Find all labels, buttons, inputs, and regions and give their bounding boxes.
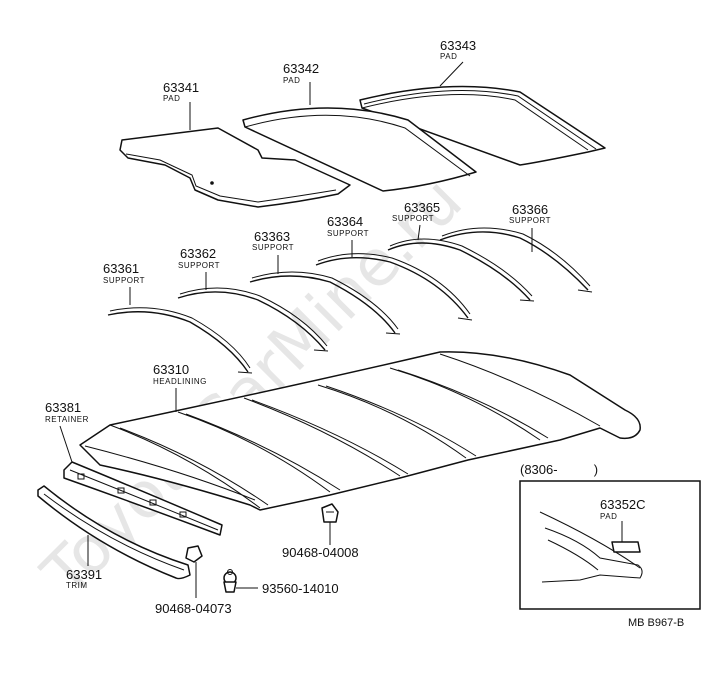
- support-63366-shape: [439, 227, 593, 293]
- clip-90468-04073-shape: [185, 545, 203, 563]
- part-name-63391: TRIM: [66, 581, 88, 590]
- clip-90468-04008-shape: [321, 503, 339, 523]
- part-name-63365: SUPPORT: [392, 214, 434, 223]
- part-name-63342: PAD: [283, 76, 300, 85]
- part-name-63364: SUPPORT: [327, 229, 369, 238]
- pad-63341-shape: [119, 127, 351, 208]
- part-name-63366: SUPPORT: [509, 216, 551, 225]
- part-number-63362: 63362: [180, 246, 216, 261]
- part-number-63364: 63364: [327, 214, 363, 229]
- part-number-90468-04073: 90468-04073: [155, 601, 232, 616]
- part-number-63352C: 63352C: [600, 497, 646, 512]
- leader-63365: [417, 224, 421, 241]
- part-number-93560-14010: 93560-14010: [262, 581, 339, 596]
- part-number-63363: 63363: [254, 229, 290, 244]
- part-number-63366: 63366: [512, 202, 548, 217]
- inset-frame: [519, 480, 701, 610]
- part-name-63352C: PAD: [600, 512, 617, 521]
- part-number-63342: 63342: [283, 61, 319, 76]
- leader-63381: [59, 425, 73, 463]
- part-number-90468-04008: 90468-04008: [282, 545, 359, 560]
- part-name-63381: RETAINER: [45, 415, 89, 424]
- retainer-63381-shape: [63, 461, 223, 536]
- diagram-code: MB B967-B: [628, 617, 684, 629]
- part-number-63365: 63365: [404, 200, 440, 215]
- support-63363-shape: [249, 271, 401, 335]
- part-name-63361: SUPPORT: [103, 276, 145, 285]
- support-63365-shape: [387, 238, 535, 302]
- part-name-63343: PAD: [440, 52, 457, 61]
- part-name-63341: PAD: [163, 94, 180, 103]
- part-number-63381: 63381: [45, 400, 81, 415]
- headlining-63310-shape: [79, 351, 641, 511]
- part-number-63391: 63391: [66, 567, 102, 582]
- inset-date-label: (8306- ): [520, 462, 598, 477]
- screw-93560-14010-shape: [223, 569, 237, 593]
- pad-63342-shape: [242, 107, 477, 192]
- part-number-63341: 63341: [163, 80, 199, 95]
- part-name-63363: SUPPORT: [252, 243, 294, 252]
- leader-63343: [439, 61, 464, 87]
- support-63364-shape: [315, 253, 473, 321]
- trim-63391-shape: [37, 485, 191, 580]
- support-63362-shape: [177, 287, 329, 352]
- support-63361-shape: [107, 307, 253, 374]
- part-number-63361: 63361: [103, 261, 139, 276]
- part-number-63310: 63310: [153, 362, 189, 377]
- part-name-63362: SUPPORT: [178, 261, 220, 270]
- pad-63343-shape: [359, 85, 606, 166]
- part-name-63310: HEADLINING: [153, 377, 207, 386]
- inset-headlining-section: [539, 511, 643, 583]
- part-number-63343: 63343: [440, 38, 476, 53]
